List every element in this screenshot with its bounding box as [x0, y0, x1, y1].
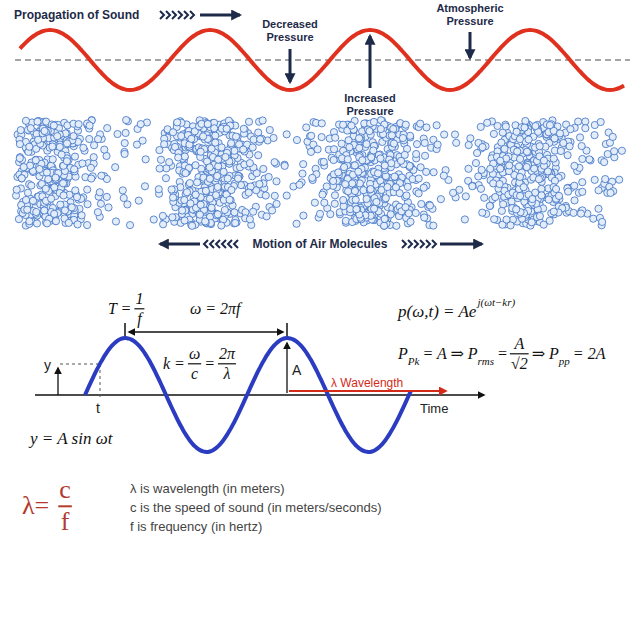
formula-text: f: [137, 310, 141, 328]
pressure-label: Increased Pressure: [331, 92, 409, 118]
formula-subscript: Pk: [408, 355, 420, 367]
formula-text: P: [398, 345, 408, 363]
formula-text: λ: [224, 365, 231, 383]
formula-text: ω: [189, 345, 200, 363]
propagation-arrow: [200, 14, 240, 17]
wavelength-arrow: [289, 390, 446, 392]
pressure-label: Decreased Pressure: [251, 18, 329, 44]
axis-label: y: [44, 357, 51, 373]
pressure-wave: [20, 30, 624, 90]
fraction-bar: [218, 363, 236, 364]
formula-superscript: j(ωt−kr): [477, 296, 515, 308]
formula-text: p(ω,t) = Ae: [398, 303, 476, 322]
air-molecules: [12, 116, 625, 229]
fraction-bar: [134, 308, 144, 309]
fraction-bars: [58, 309, 528, 507]
motion-arrow: [160, 243, 200, 246]
motion-arrow: [440, 243, 482, 246]
axis-label: t: [96, 400, 100, 416]
pressure-arrow: [369, 36, 372, 88]
guide-line: [100, 364, 101, 397]
period-arrow: [129, 331, 283, 332]
formula-subscript: pp: [559, 355, 570, 367]
guide-line: [60, 364, 100, 365]
amplitude-label: A: [292, 362, 301, 378]
atmospheric-line: [15, 59, 630, 61]
axis-label: Time: [420, 401, 448, 416]
definition-note: f is frequency (in hertz): [130, 519, 262, 534]
formula-text: 1: [135, 290, 143, 308]
formula-text: y = A sin ωt: [30, 430, 112, 449]
pressure-label: Atmospheric Pressure: [431, 2, 509, 28]
heading-label: Propagation of Sound: [14, 8, 139, 22]
direction-chevrons: [160, 11, 436, 248]
formula-text: = 2A: [573, 345, 606, 363]
formula-text: =: [204, 355, 215, 373]
formula-text: T =: [108, 300, 131, 318]
equation-text: f: [61, 508, 70, 537]
equation-text: c: [59, 476, 71, 505]
pressure-arrow: [469, 32, 472, 58]
pressure-arrow: [289, 49, 292, 82]
fraction-bar: [188, 363, 201, 364]
y-arrow: [57, 368, 58, 395]
amplitude-arrow: [286, 343, 287, 393]
sine-wave: [85, 338, 411, 452]
formula-text: 2π: [219, 345, 235, 363]
equation-text: λ=: [22, 492, 49, 521]
fraction-bar: [510, 353, 529, 354]
fraction-bar: [58, 505, 72, 507]
formula-subscript: rms: [478, 355, 495, 367]
definition-note: c is the speed of sound (in meters/secon…: [130, 500, 381, 515]
time-axis: [35, 394, 484, 396]
motion-label: Motion of Air Molecules: [253, 237, 388, 251]
formula-text: c: [191, 365, 198, 383]
formula-text: k =: [163, 355, 185, 373]
formula-text: =: [497, 345, 508, 363]
formula-text: √2: [511, 355, 528, 373]
formula-text: ω = 2πf: [190, 300, 241, 318]
formula-text: A: [514, 335, 524, 353]
formula-text: = A ⇒ P: [422, 345, 477, 363]
formula-text: ⇒ P: [532, 345, 559, 363]
definition-note: λ is wavelength (in meters): [130, 481, 285, 496]
wavelength-label: λ Wavelength: [331, 376, 403, 390]
